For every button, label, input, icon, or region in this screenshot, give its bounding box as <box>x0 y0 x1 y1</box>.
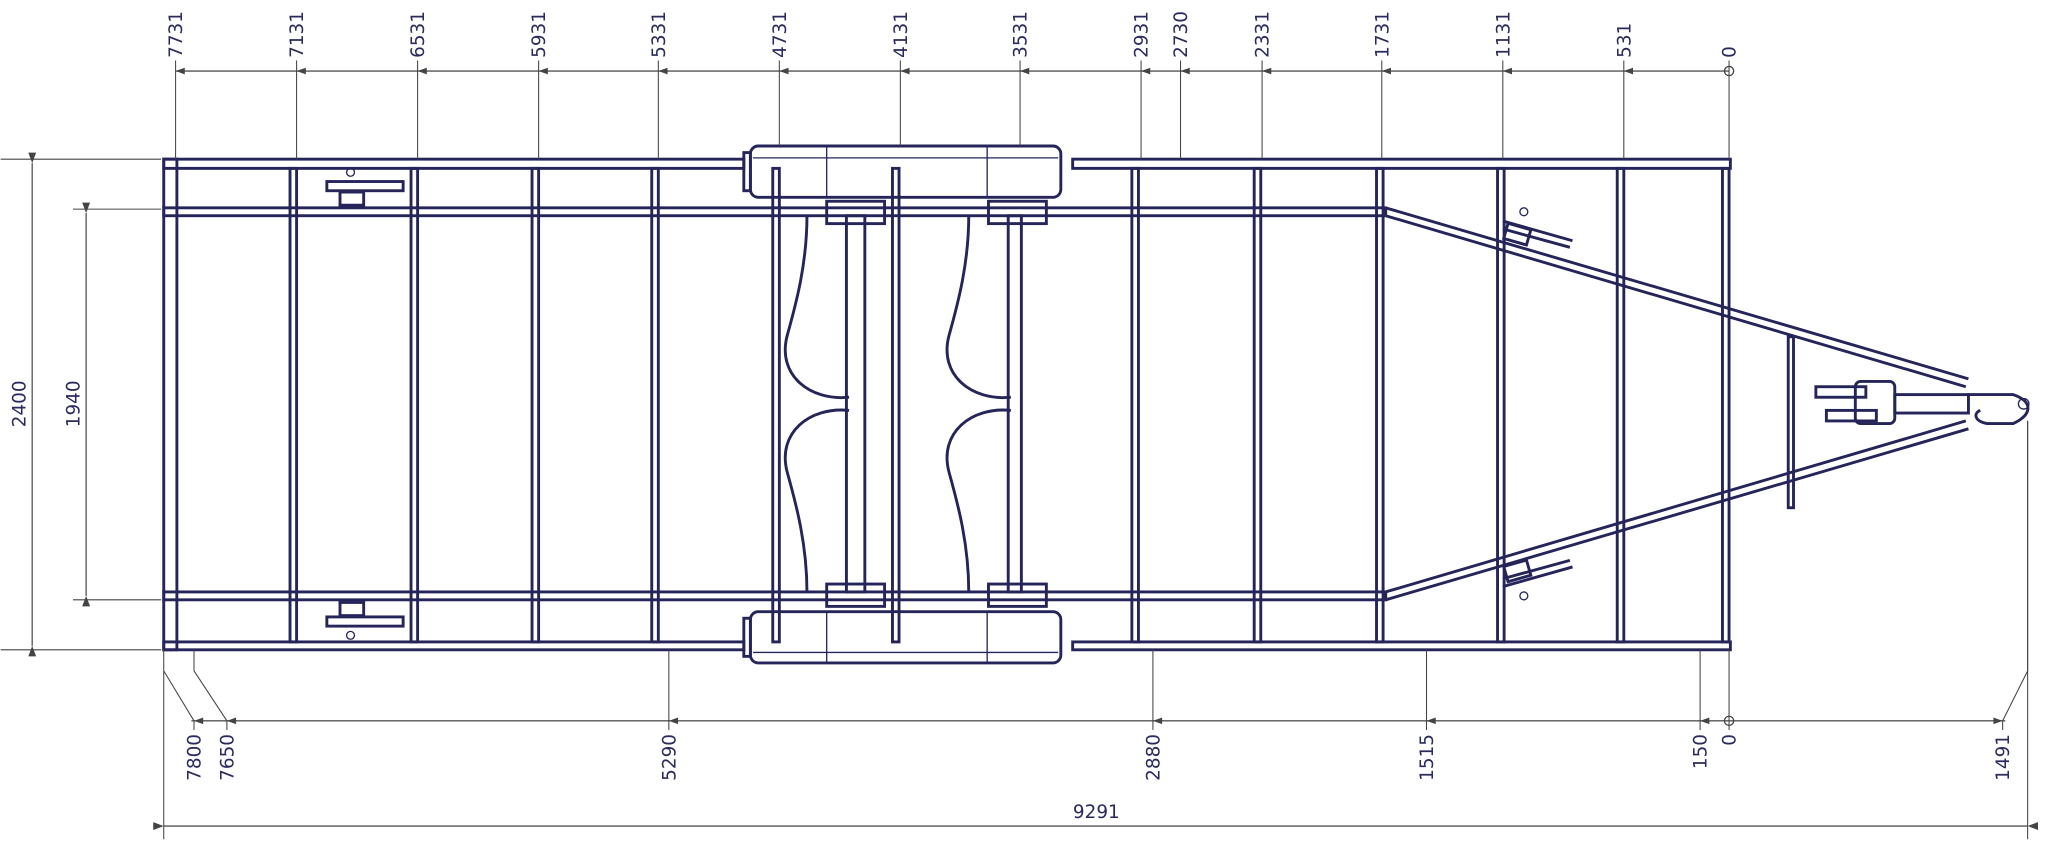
bottom-dimension-label: 2880 <box>1143 734 1164 781</box>
dimension-arrow <box>1262 67 1272 75</box>
top-dimension-label: 4131 <box>891 11 912 58</box>
dimension-arrow <box>193 717 204 725</box>
dimension-arrow <box>1700 717 1710 725</box>
top-dimension-label: 5331 <box>649 11 670 58</box>
top-dimension-label: 5931 <box>529 11 550 58</box>
support-leg-front-top <box>1501 207 1573 249</box>
cross-member <box>1252 166 1263 644</box>
dimension-arrow <box>1152 717 1163 725</box>
top-dimension-label: 0 <box>1720 46 1741 58</box>
cross-member <box>771 166 781 644</box>
chassis-frame <box>162 144 2030 665</box>
dimension-arrow <box>668 717 679 725</box>
top-dimension-label: 2931 <box>1132 11 1153 58</box>
top-dimension-label: 4731 <box>770 11 791 58</box>
bottom-dimension-label: 1491 <box>1993 734 2014 781</box>
outer-rail-bottom-front <box>1071 640 1732 652</box>
leaf-spring-rear <box>783 215 850 592</box>
datum-origin-icon <box>1723 715 1735 727</box>
drawbar-lower <box>1385 419 1969 602</box>
top-dimension-label: 1131 <box>1493 11 1514 58</box>
inner-rail-bottom <box>162 590 1388 602</box>
axle-rear <box>825 199 887 608</box>
support-leg-front-bottom <box>1501 558 1573 601</box>
top-dimension-label: 7731 <box>166 11 187 58</box>
dimension-arrow <box>226 717 237 725</box>
dimension-arrow <box>175 67 185 75</box>
dimension-arrow <box>1141 67 1151 75</box>
bottom-dimension-label: 1515 <box>1417 734 1438 781</box>
cross-members <box>288 166 1626 644</box>
inner-rail-top <box>162 206 1388 218</box>
bottom-dimension-label: 7800 <box>185 734 206 781</box>
support-leg-rear-bottom <box>325 600 405 640</box>
dimensions: 7731 7131 6531 5931 5331 4731 4131 3531 2931 2730… <box>0 11 2039 840</box>
datum-origin-icon <box>1723 65 1735 77</box>
coupling-head <box>1814 380 2030 426</box>
dimension-arrow <box>1020 67 1030 75</box>
cross-member <box>530 166 541 644</box>
dimension-arrow <box>1502 67 1513 75</box>
dimension-arrow <box>779 67 789 75</box>
fender-bottom <box>742 610 1063 665</box>
dimension-arrow <box>296 67 306 75</box>
top-dimension-label: 531 <box>1614 23 1635 58</box>
dimension-arrow <box>1993 717 2003 725</box>
overall-length-label: 9291 <box>1073 802 1120 823</box>
cross-member <box>1615 166 1626 644</box>
cross-member <box>1130 166 1140 644</box>
dimension-arrow <box>417 67 427 75</box>
cross-member <box>1496 166 1506 644</box>
bottom-dimension-label: 0 <box>1720 734 1741 746</box>
top-dimension-label: 1731 <box>1372 11 1393 58</box>
axle-front <box>987 199 1048 608</box>
dimension-arrow <box>1623 67 1634 75</box>
bottom-dimension-label: 5290 <box>659 734 680 781</box>
front-cross-member <box>1721 166 1731 644</box>
cross-member <box>288 166 299 644</box>
support-leg-rear-top <box>325 167 405 207</box>
cross-member <box>650 166 660 644</box>
drawbar-upper <box>1385 206 1969 389</box>
fender-top <box>742 144 1063 199</box>
dimension-arrow <box>1381 67 1391 75</box>
inner-width-label: 1940 <box>64 380 85 427</box>
rear-cross-member <box>162 157 179 652</box>
cross-member <box>891 166 901 644</box>
top-dimension-label: 2331 <box>1253 11 1274 58</box>
cross-member <box>409 166 420 644</box>
cross-member <box>1375 166 1385 644</box>
dimension-arrow <box>1426 717 1436 725</box>
bottom-dimension-label: 150 <box>1691 734 1712 769</box>
drawbar-brace <box>1786 335 1795 510</box>
dimension-arrow <box>900 67 910 75</box>
top-dimension-label: 7131 <box>287 11 308 58</box>
outer-rail-top-front <box>1071 157 1732 170</box>
overall-width-label: 2400 <box>10 380 31 427</box>
bottom-dimension-label: 7650 <box>217 734 238 781</box>
top-dimension-label: 3531 <box>1011 11 1032 58</box>
dimension-arrow <box>1180 67 1190 75</box>
top-dimension-label: 6531 <box>408 11 429 58</box>
top-dimension-label: 2730 <box>1171 11 1192 58</box>
leaf-spring-front <box>945 215 1011 592</box>
dimension-arrow <box>538 67 548 75</box>
dimension-arrow <box>658 67 668 75</box>
